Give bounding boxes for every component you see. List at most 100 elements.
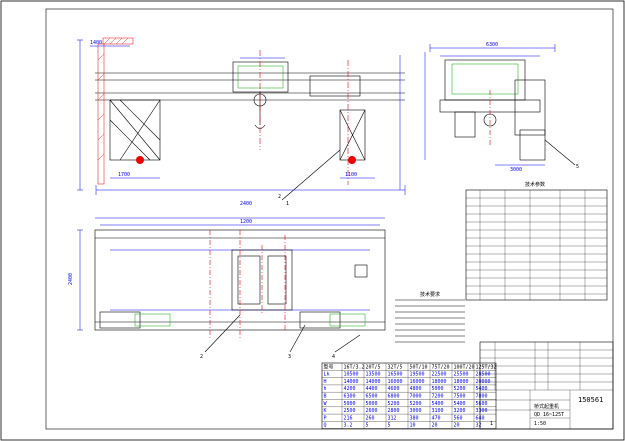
callout-1: 1 [286, 201, 289, 207]
spec-table-cell: 5600 [476, 401, 488, 407]
spec-table-cell: 5200 [410, 401, 422, 407]
spec-table-header: 125T/32 [476, 364, 497, 370]
callout-5: 5 [576, 164, 579, 170]
spec-table-cell: 14000 [366, 379, 381, 385]
spec-table-cell: 260 [366, 415, 375, 421]
spec-table-cell: 14000 [344, 379, 359, 385]
spec-table-cell: 6300 [344, 394, 356, 400]
spec-table-cell: 2500 [344, 408, 356, 414]
spec-table-cell: K [324, 408, 327, 414]
title-sheet: 1 [490, 421, 493, 427]
spec-table-cell: 7800 [476, 394, 488, 400]
front-elevation: 1 2 1400 2400 1700 1100 [77, 37, 406, 207]
callout-plan-3: 3 [288, 354, 291, 360]
callout-plan-2: 2 [200, 354, 203, 360]
drawing-number: 150561 [578, 396, 603, 404]
dim-trolley-b: 2400 [68, 273, 74, 285]
spec-table-cell: 2800 [388, 408, 400, 414]
spec-table-cell: 3000 [410, 408, 422, 414]
spec-table-cell: 5200 [388, 401, 400, 407]
spec-table-cell: P [324, 415, 327, 421]
dim-front-bottom-b: 1100 [345, 172, 357, 178]
callout-front-2: 2 [278, 194, 281, 200]
title-scale: 1:50 [534, 421, 546, 427]
spec-table-cell: 4600 [388, 386, 400, 392]
notes-block: 技术要求 [395, 291, 465, 343]
spec-table-cell: H [324, 379, 327, 385]
parameter-table: 技术参数 [465, 181, 608, 301]
spec-table-cell: 7000 [410, 394, 422, 400]
spec-table-header: 100T/20 [454, 364, 475, 370]
spec-table-cell: 20 [432, 423, 438, 429]
spec-table-border [321, 362, 497, 429]
dim-front-top-left: 1400 [90, 40, 102, 46]
spec-table-cell: 3300 [476, 408, 488, 414]
spec-table-cell: Q [324, 423, 327, 429]
spec-table-cell: h [324, 386, 327, 392]
spec-table-header: 型号 [324, 363, 334, 370]
spec-table-cell: 5 [388, 423, 391, 429]
spec-table-cell: 16000 [388, 379, 403, 385]
title-spec: QD 16~125T [534, 412, 564, 418]
spec-table-header: 75T/20 [432, 364, 450, 370]
spec-table-cell: 32 [476, 423, 482, 429]
spec-table-cell: 22500 [432, 372, 447, 378]
spec-table-cell: 5000 [432, 386, 444, 392]
plan-view: 2 3 4 1200 2400 [68, 217, 386, 360]
spec-table-cell: 5400 [476, 386, 488, 392]
spec-table-cell: 216 [344, 415, 353, 421]
spec-table-cell: 6500 [366, 394, 378, 400]
spec-table-cell: 18000 [454, 379, 469, 385]
spec-table-cell: 4400 [366, 386, 378, 392]
notes-title: 技术要求 [420, 291, 440, 298]
side-view: 6300 3000 5 [424, 42, 579, 173]
spec-table-header: 20T/5 [366, 364, 381, 370]
spec-table-cell: 4200 [344, 386, 356, 392]
spec-table-cell: 312 [388, 415, 397, 421]
spec-table-cell: Lk [324, 372, 330, 378]
dim-front-bottom-a: 1700 [118, 172, 130, 178]
spec-table-cell: 560 [454, 415, 463, 421]
spec-table-header: 16T/3.2 [344, 364, 365, 370]
spec-table-cell: W [324, 401, 328, 407]
spec-table-cell: 5000 [344, 401, 356, 407]
spec-table-cell: 19500 [410, 372, 425, 378]
spec-table-cell: 5000 [366, 401, 378, 407]
spec-table-cell: 5400 [454, 401, 466, 407]
spec-table-cell: 7200 [432, 394, 444, 400]
spec-table-cell: 25500 [454, 372, 469, 378]
spec-table-cell: 470 [432, 415, 441, 421]
spec-table-cell: 28500 [476, 372, 491, 378]
spec-table-cell: 3100 [432, 408, 444, 414]
spec-table-header: 50T/10 [410, 364, 428, 370]
spec-table-cell: 3.2 [344, 423, 353, 429]
spec-table-cell: 2600 [366, 408, 378, 414]
spec-table-cell: 20 [454, 423, 460, 429]
spec-table-cell: 4800 [410, 386, 422, 392]
spec-table-cell: 13500 [366, 372, 381, 378]
spec-table-cell: 10 [410, 423, 416, 429]
dim-trolley-a: 1200 [240, 219, 252, 225]
param-title: 技术参数 [525, 181, 545, 188]
spec-table-cell: 16500 [388, 372, 403, 378]
title-name: 桥式起重机 [534, 403, 559, 410]
spec-table-cell: 5 [366, 423, 369, 429]
spec-table-cell: 16000 [410, 379, 425, 385]
spec-table-cell: 380 [410, 415, 419, 421]
spec-table-cell: 10500 [344, 372, 359, 378]
dim-front-span: 2400 [240, 201, 252, 207]
spec-table-cell: B [324, 394, 327, 400]
spec-table-cell: 5400 [432, 401, 444, 407]
spec-table-cell: 5200 [454, 386, 466, 392]
spec-table-cell: 7500 [454, 394, 466, 400]
dim-side-bottom: 3000 [510, 167, 522, 173]
spec-table-cell: 3200 [454, 408, 466, 414]
dim-side-top: 6300 [486, 42, 498, 48]
title-block: 桥式起重机 QD 16~125T 1:50 1 150561 [479, 341, 614, 430]
spec-table-cell: 18000 [432, 379, 447, 385]
spec-table-header: 32T/5 [388, 364, 403, 370]
spec-table-cell: 6800 [388, 394, 400, 400]
callout-plan-4: 4 [332, 354, 335, 360]
